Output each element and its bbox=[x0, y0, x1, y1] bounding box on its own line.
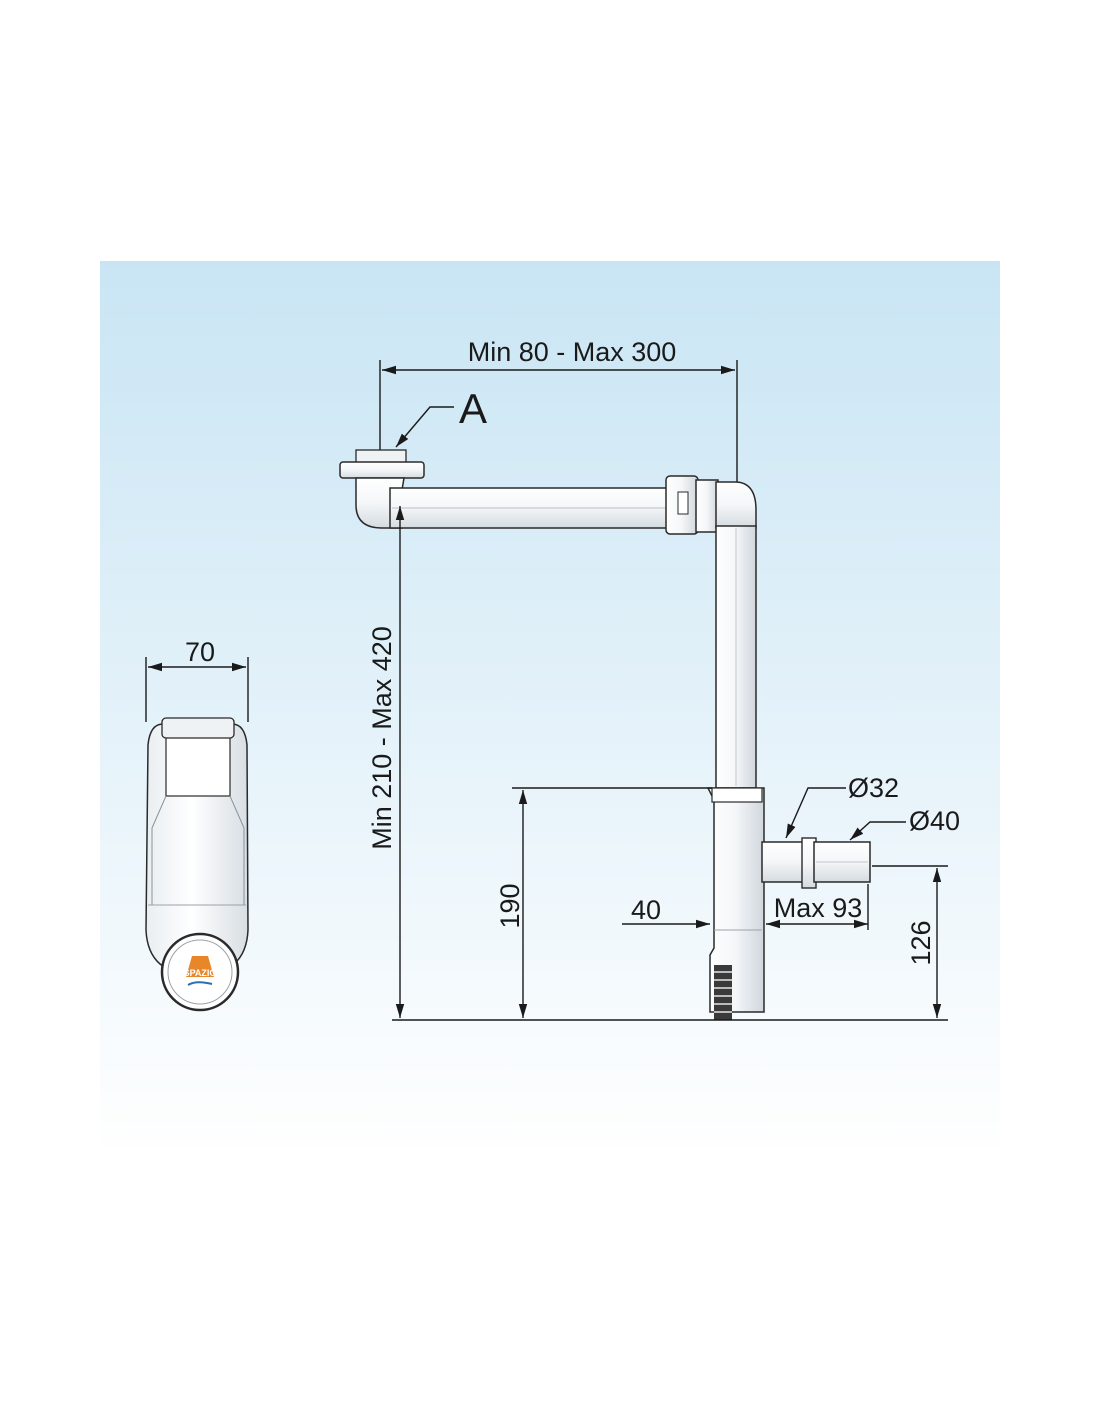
height-range-label: Min 210 - Max 420 bbox=[367, 626, 397, 850]
upper-elbow bbox=[715, 481, 757, 529]
side-width-label: 70 bbox=[185, 637, 215, 667]
front-view: Min 80 - Max 300 A bbox=[339, 337, 960, 1021]
outlet-32 bbox=[761, 841, 805, 883]
cleaning-plug bbox=[714, 965, 732, 1020]
outlet-height-label: 126 bbox=[906, 920, 936, 965]
max-93-label: Max 93 bbox=[774, 893, 863, 923]
brand-logo-text: SPAZIO bbox=[184, 968, 217, 978]
brand-logo: SPAZIO bbox=[184, 956, 217, 986]
dia-32-label: Ø32 bbox=[848, 773, 899, 803]
inlet-flange bbox=[339, 461, 425, 479]
offset-40-label: 40 bbox=[631, 895, 661, 925]
side-view: 70 SPAZIO bbox=[145, 637, 249, 1012]
background-panel bbox=[100, 261, 1000, 1161]
trap-body bbox=[706, 787, 765, 1013]
trap-height-label: 190 bbox=[495, 883, 525, 928]
dia-40-label: Ø40 bbox=[909, 806, 960, 836]
callout-a: A bbox=[459, 385, 487, 432]
width-range-label: Min 80 - Max 300 bbox=[468, 337, 677, 367]
